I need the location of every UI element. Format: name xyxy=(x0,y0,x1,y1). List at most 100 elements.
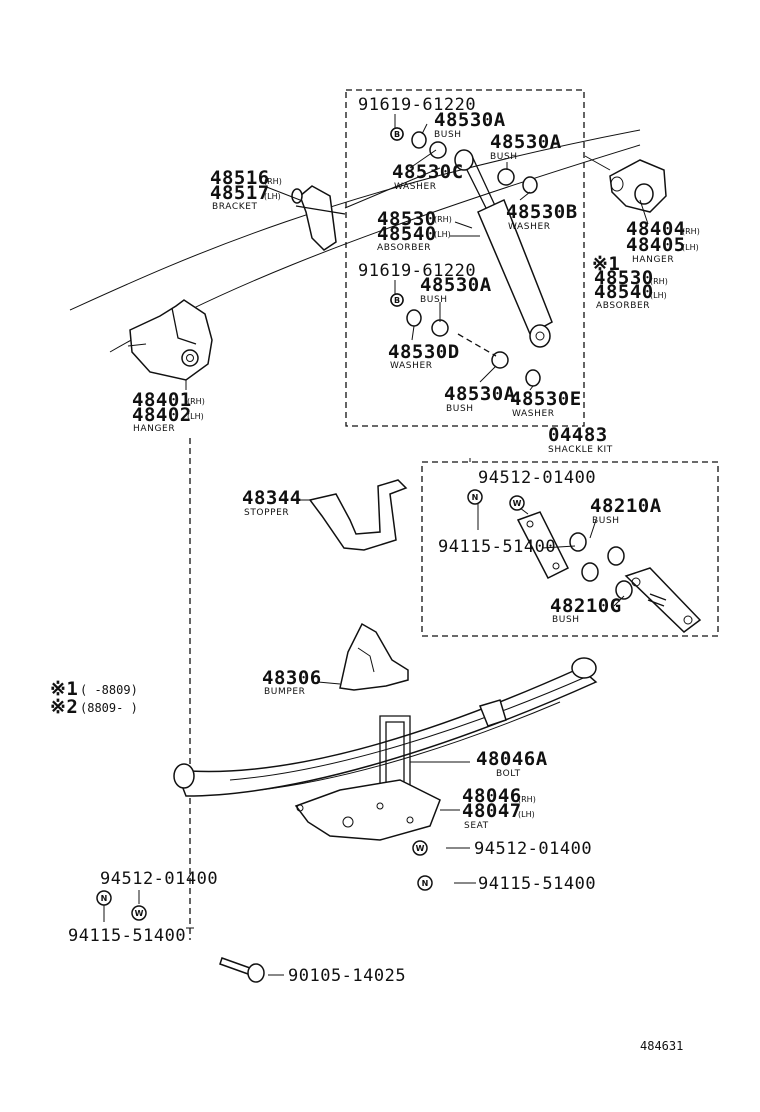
hanger-label: 48405 xyxy=(626,234,686,256)
svg-text:N: N xyxy=(472,493,479,502)
bush-name: BUSH xyxy=(434,130,462,140)
hanger-label: 48402 xyxy=(132,404,192,426)
washer-label: 48530C xyxy=(392,161,464,183)
absorber-group-box xyxy=(345,89,585,427)
washer-name: WASHER xyxy=(394,182,437,192)
washer-label: 48530E xyxy=(510,388,582,410)
hanger-suffix: (RH) xyxy=(682,227,700,236)
absorber-suffix: (RH) xyxy=(650,277,668,286)
bolt-part xyxy=(219,957,284,983)
bolt-label: 90105-14025 xyxy=(288,966,406,986)
circle-n-icon: N xyxy=(467,489,483,505)
bolt-label: 48046A xyxy=(476,748,548,770)
hanger-suffix: (LH) xyxy=(187,412,204,421)
washer-label: 94512-01400 xyxy=(100,869,218,889)
seat-label: 48046 xyxy=(462,785,522,807)
note-range: (8809- ) xyxy=(80,701,138,715)
circle-n-icon: N xyxy=(96,890,112,906)
note-range: ( -8809) xyxy=(80,683,138,697)
svg-text:B: B xyxy=(394,296,400,305)
nut-label: 94115-51400 xyxy=(438,537,556,557)
svg-text:W: W xyxy=(513,499,522,508)
circle-n-icon: N xyxy=(417,875,433,891)
hanger-name: HANGER xyxy=(632,255,674,265)
washer-name: WASHER xyxy=(508,222,551,232)
front-hanger-part xyxy=(127,299,213,381)
bolt-name: BOLT xyxy=(496,769,521,779)
circle-w-icon: W xyxy=(412,840,428,856)
shackle-kit-name: SHACKLE KIT xyxy=(548,445,613,455)
left-hardware-leaders xyxy=(103,890,194,929)
washer-name: WASHER xyxy=(390,361,433,371)
svg-text:W: W xyxy=(135,909,144,918)
svg-text:B: B xyxy=(394,130,400,139)
bracket-suffix: (LH) xyxy=(264,192,281,201)
hanger-name: HANGER xyxy=(133,424,175,434)
absorber-suffix: (LH) xyxy=(434,230,451,239)
absorber-label: 48540 xyxy=(377,223,437,245)
bush-name: BUSH xyxy=(490,152,518,162)
bumper-part xyxy=(317,622,409,691)
reference-number: 484631 xyxy=(640,1039,683,1053)
spring-seat-part xyxy=(294,779,476,884)
rear-hanger-part xyxy=(609,159,667,213)
bush-name: BUSH xyxy=(592,516,620,526)
bracket-label: 48516 xyxy=(210,167,270,189)
circle-b-icon: B xyxy=(390,293,404,307)
bracket-part xyxy=(291,185,346,251)
seat-suffix: (RH) xyxy=(518,795,536,804)
circle-b-icon: B xyxy=(390,127,404,141)
absorber-suffix: (LH) xyxy=(650,291,667,300)
washer-label: 48530B xyxy=(506,201,578,223)
circle-w-icon: W xyxy=(509,495,525,511)
absorber-label: 48530 xyxy=(594,267,654,289)
leaf-spring-part xyxy=(173,657,598,797)
bush-name: BUSH xyxy=(420,295,448,305)
circle-w-icon: W xyxy=(131,905,147,921)
absorber-label: 48540 xyxy=(594,281,654,303)
bracket-label: 48517 xyxy=(210,182,270,204)
seat-suffix: (LH) xyxy=(518,810,535,819)
svg-text:W: W xyxy=(416,844,425,853)
note-mark: ※1 xyxy=(592,253,620,275)
absorber-label: 48530 xyxy=(377,208,437,230)
bush-label: 48210G xyxy=(550,595,622,617)
shock-absorber-part xyxy=(454,149,553,348)
bumper-label: 48306 xyxy=(262,667,322,689)
note-mark: ※1 xyxy=(50,678,78,700)
clip-label: 91619-61220 xyxy=(358,261,476,281)
stopper-name: STOPPER xyxy=(244,508,289,518)
u-bolt-part xyxy=(379,715,470,790)
bracket-name: BRACKET xyxy=(212,202,258,212)
shackle-kit-label: 04483 xyxy=(548,424,608,446)
hanger-suffix: (RH) xyxy=(187,397,205,406)
bush-label: 48530A xyxy=(490,131,562,153)
shackle-parts xyxy=(469,458,702,633)
washer-label: 94512-01400 xyxy=(474,839,592,859)
washer-label: 94512-01400 xyxy=(478,468,596,488)
stopper-part xyxy=(298,479,408,551)
bracket-suffix: (RH) xyxy=(264,177,282,186)
bush-label: 48530A xyxy=(434,109,506,131)
svg-text:N: N xyxy=(422,879,429,888)
hanger-suffix: (LH) xyxy=(682,243,699,252)
shackle-kit-box xyxy=(421,461,719,637)
seat-name: SEAT xyxy=(464,821,489,831)
bottom-bushes-washers xyxy=(390,293,541,387)
washer-name: WASHER xyxy=(512,409,555,419)
nut-label: 94115-51400 xyxy=(478,874,596,894)
hanger-label: 48401 xyxy=(132,389,192,411)
bush-label: 48210A xyxy=(590,495,662,517)
bush-name: BUSH xyxy=(552,615,580,625)
bush-label: 48530A xyxy=(420,274,492,296)
absorber-suffix: (RH) xyxy=(434,215,452,224)
stopper-label: 48344 xyxy=(242,487,302,509)
absorber-leaders xyxy=(185,114,649,391)
bush-label: 48530A xyxy=(444,383,516,405)
clip-label: 91619-61220 xyxy=(358,95,476,115)
seat-label: 48047 xyxy=(462,800,522,822)
bush-name: BUSH xyxy=(446,404,474,414)
bumper-name: BUMPER xyxy=(264,687,306,697)
absorber-name: ABSORBER xyxy=(377,243,431,253)
